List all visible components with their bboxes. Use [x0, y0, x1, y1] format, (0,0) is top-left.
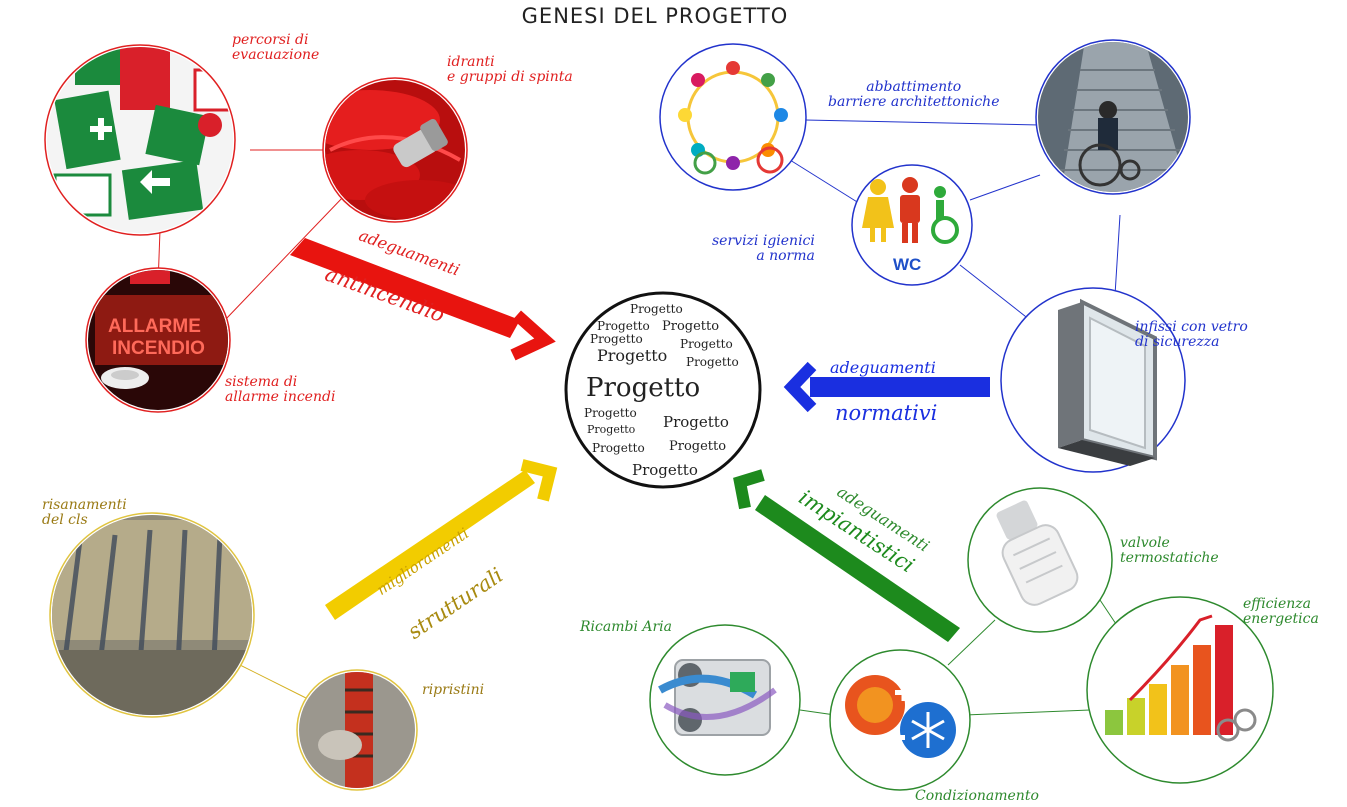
cloud-word-1: Progetto	[630, 302, 683, 316]
hvac-icon	[845, 675, 956, 758]
arrow-strutturali	[325, 459, 558, 620]
cloud-word-9: Progetto	[584, 406, 637, 420]
repair-icon	[299, 672, 415, 788]
arrow-impiantistici	[733, 469, 960, 642]
node-efficienza	[1086, 596, 1274, 784]
cloud-word-8: Progetto	[586, 373, 700, 403]
label-efficienza: efficienza energetica	[1243, 596, 1319, 627]
node-cls	[49, 512, 255, 718]
node-infissi	[1000, 287, 1186, 473]
people-circle-icon	[678, 61, 788, 175]
air-exchange-icon	[658, 659, 777, 736]
node-valvole	[967, 487, 1113, 633]
cloud-word-3: Progetto	[662, 319, 719, 334]
evacuation-signs-icon	[47, 47, 233, 233]
node-allarme: ALLARME INCENDIO	[85, 267, 231, 413]
node-barriere-people	[659, 43, 807, 191]
cloud-word-12: Progetto	[592, 441, 645, 455]
node-condizionamento	[829, 649, 971, 791]
wc-icon: WC	[862, 177, 959, 274]
cloud-word-4: Progetto	[590, 332, 643, 346]
node-wc: WC	[851, 164, 973, 286]
energy-chart-icon	[1105, 614, 1257, 742]
arrow-normativi-line2: normativi	[835, 401, 937, 425]
fire-alarm-icon: ALLARME INCENDIO	[88, 270, 228, 410]
alarm-sign-text-1: ALLARME	[108, 316, 201, 337]
label-ricambi: Ricambi Aria	[580, 619, 672, 635]
arrow-antincendio	[290, 238, 556, 361]
cloud-word-13: Progetto	[669, 439, 726, 454]
cloud-word-11: Progetto	[587, 423, 636, 436]
node-barriere	[1035, 39, 1191, 195]
center-progetto: Progetto Progetto Progetto Progetto Prog…	[564, 291, 762, 489]
alarm-sign-text-2: INCENDIO	[112, 338, 205, 359]
cloud-word-2: Progetto	[597, 319, 650, 333]
label-ripristini: ripristini	[422, 682, 485, 698]
cloud-word-7: Progetto	[686, 355, 739, 369]
cloud-word-5: Progetto	[680, 337, 733, 351]
node-ricambi	[649, 624, 801, 776]
arrow-normativi-line1: adeguamenti	[830, 358, 936, 377]
fire-hose-icon	[325, 80, 465, 220]
node-idranti	[322, 77, 468, 223]
label-cls: risanamenti del cls	[42, 497, 127, 528]
label-barriere: abbattimento barriere architettoniche	[828, 79, 1000, 110]
page-title: GENESI DEL PROGETTO	[521, 4, 789, 28]
node-evacuazione	[44, 44, 236, 236]
cloud-word-10: Progetto	[663, 413, 729, 431]
window-frame-icon	[1058, 298, 1157, 466]
node-ripristini	[296, 669, 418, 791]
label-valvole: valvole termostatiche	[1120, 535, 1219, 566]
thermostatic-valve-icon	[996, 500, 1079, 606]
wheelchair-stairs-icon	[1038, 42, 1188, 192]
label-allarme: sistema di allarme incendi	[225, 374, 336, 405]
arrow-normativi	[783, 361, 990, 413]
label-idranti: idranti e gruppi di spinta	[447, 54, 573, 85]
label-evacuazione: percorsi di evacuazione	[232, 32, 320, 63]
arrow-strutturali-line2: strutturali	[403, 563, 507, 644]
cloud-word-14: Progetto	[632, 461, 698, 479]
label-wc: servizi igienici a norma	[712, 233, 815, 264]
label-infissi: infissi con vetro di sicurezza	[1135, 319, 1248, 350]
cloud-word-6: Progetto	[597, 346, 667, 365]
label-condizionamento: Condizionamento	[915, 788, 1039, 804]
wc-text: WC	[893, 255, 921, 274]
